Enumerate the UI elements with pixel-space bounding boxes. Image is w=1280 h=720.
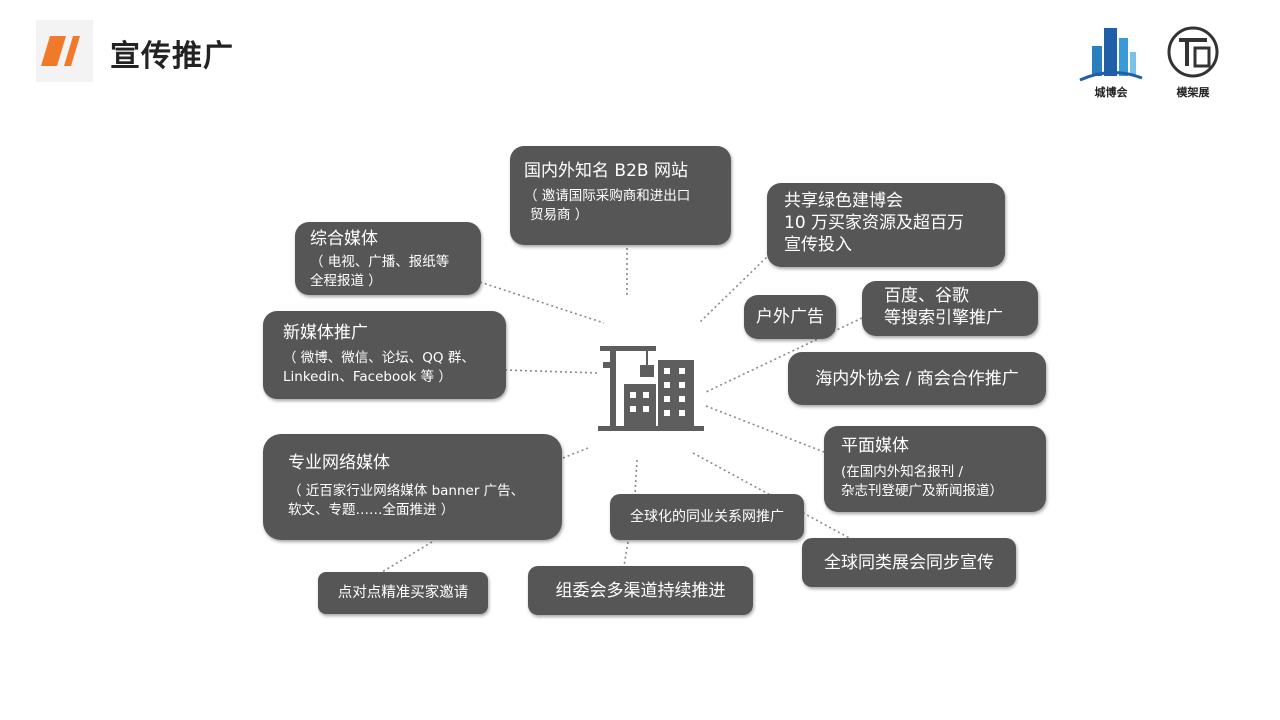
node-green-expo: 共享绿色建博会 10 万买家资源及超百万 宣传投入 [767, 183, 1005, 267]
node-detail: 贸易商 ） [530, 207, 589, 223]
connector-print [705, 405, 825, 453]
node-global-network: 全球化的同业关系网推广 [610, 494, 804, 540]
orange-slash-icon [41, 36, 80, 66]
node-detail: （ 近百家行业网络媒体 banner 广告、 [288, 483, 525, 499]
node-title: 点对点精准买家邀请 [337, 584, 469, 601]
node-title: 平面媒体 [841, 436, 909, 456]
connector-new-media [504, 369, 599, 374]
node-p2p-invitation: 点对点精准买家邀请 [318, 572, 488, 614]
node-print-media: 平面媒体 (在国内外知名报刊 / 杂志刊登硬广及新闻报道） [824, 426, 1046, 512]
city-expo-logo-icon [1079, 28, 1143, 82]
node-detail: 软文、专题……全面推进 ） [288, 502, 455, 518]
node-search-engines: 百度、谷歌 等搜索引擎推广 [862, 281, 1038, 336]
connector-web-media [562, 447, 589, 459]
node-new-media: 新媒体推广 （ 微博、微信、论坛、QQ 群、 Linkedin、Facebook… [263, 311, 506, 399]
formwork-expo-logo-icon [1167, 26, 1219, 78]
node-detail: 杂志刊登硬广及新闻报道） [841, 483, 1003, 499]
page-title: 宣传推广 [110, 39, 234, 74]
node-title: 户外广告 [756, 307, 824, 327]
node-line: 10 万买家资源及超百万 [784, 213, 965, 233]
node-detail: （ 电视、广播、报纸等 [310, 254, 450, 270]
connector-media [479, 281, 605, 324]
node-web-media: 专业网络媒体 （ 近百家行业网络媒体 banner 广告、 软文、专题……全面推… [263, 434, 562, 540]
header-mark [36, 20, 93, 82]
node-line: 宣传投入 [784, 235, 852, 255]
node-detail: Linkedin、Facebook 等 ） [283, 369, 452, 385]
node-title: 国内外知名 B2B 网站 [524, 161, 688, 181]
node-committee: 组委会多渠道持续推进 [528, 566, 753, 615]
connector-p2p [381, 541, 433, 573]
node-b2b-websites: 国内外知名 B2B 网站 （ 邀请国际采购商和进出口 贸易商 ） [510, 146, 731, 245]
connector-green-expo [699, 253, 771, 323]
node-outdoor-ads: 户外广告 [744, 295, 836, 339]
connector-global-net [634, 459, 638, 495]
connector-search [705, 317, 863, 393]
node-detail: （ 邀请国际采购商和进出口 [524, 188, 691, 204]
node-line: 等搜索引擎推广 [884, 308, 1003, 328]
node-associations: 海内外协会 / 商会合作推广 [788, 352, 1046, 405]
node-title: 专业网络媒体 [288, 453, 390, 473]
node-title: 全球同类展会同步宣传 [824, 552, 994, 573]
logo-caption: 城博会 [1094, 86, 1128, 99]
node-title: 新媒体推广 [283, 323, 368, 343]
node-title: 综合媒体 [310, 229, 378, 249]
node-title: 海内外协会 / 商会合作推广 [815, 368, 1019, 389]
node-global-expos: 全球同类展会同步宣传 [802, 538, 1016, 587]
node-line: 共享绿色建博会 [784, 191, 903, 211]
node-integrated-media: 综合媒体 （ 电视、广播、报纸等 全程报道 ） [295, 222, 481, 295]
logo-city-expo: 城博会 [1078, 24, 1144, 100]
logo-formwork-expo: 模架展 [1163, 24, 1223, 100]
node-detail: 全程报道 ） [310, 273, 382, 289]
node-line: 百度、谷歌 [884, 286, 969, 306]
node-title: 组委会多渠道持续推进 [555, 580, 726, 601]
connector-committee [623, 541, 629, 567]
logo-caption: 模架展 [1176, 86, 1210, 99]
node-detail: （ 微博、微信、论坛、QQ 群、 [283, 350, 475, 366]
node-title: 全球化的同业关系网推广 [630, 508, 784, 525]
building-crane-icon [598, 346, 704, 431]
node-detail: (在国内外知名报刊 / [841, 464, 964, 480]
